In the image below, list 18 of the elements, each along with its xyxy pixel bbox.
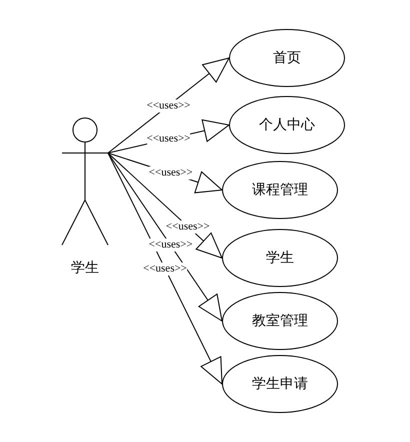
- edge-label: <<uses>>: [146, 99, 190, 112]
- use-case-ellipse: 课程管理: [222, 161, 338, 219]
- arrow: [108, 58, 230, 154]
- edge-label: <<uses>>: [148, 166, 193, 180]
- actor: [60, 117, 110, 277]
- edge-label: <<uses>>: [146, 132, 190, 146]
- use-case-ellipse: 教室管理: [222, 292, 338, 350]
- use-case-ellipse: 首页: [229, 29, 345, 87]
- use-case-ellipse: 学生: [222, 229, 338, 287]
- edge-label: <<uses>>: [166, 220, 210, 233]
- edge-label: <<uses>>: [148, 238, 193, 252]
- use-case-ellipse: 个人中心: [229, 96, 345, 154]
- edge-label: <<uses>>: [143, 262, 187, 275]
- use-case-ellipse: 学生申请: [222, 355, 338, 413]
- arrow: [108, 152, 222, 258]
- actor-name: 学生: [70, 259, 100, 277]
- arrow: [108, 152, 222, 384]
- arrow: [108, 152, 222, 322]
